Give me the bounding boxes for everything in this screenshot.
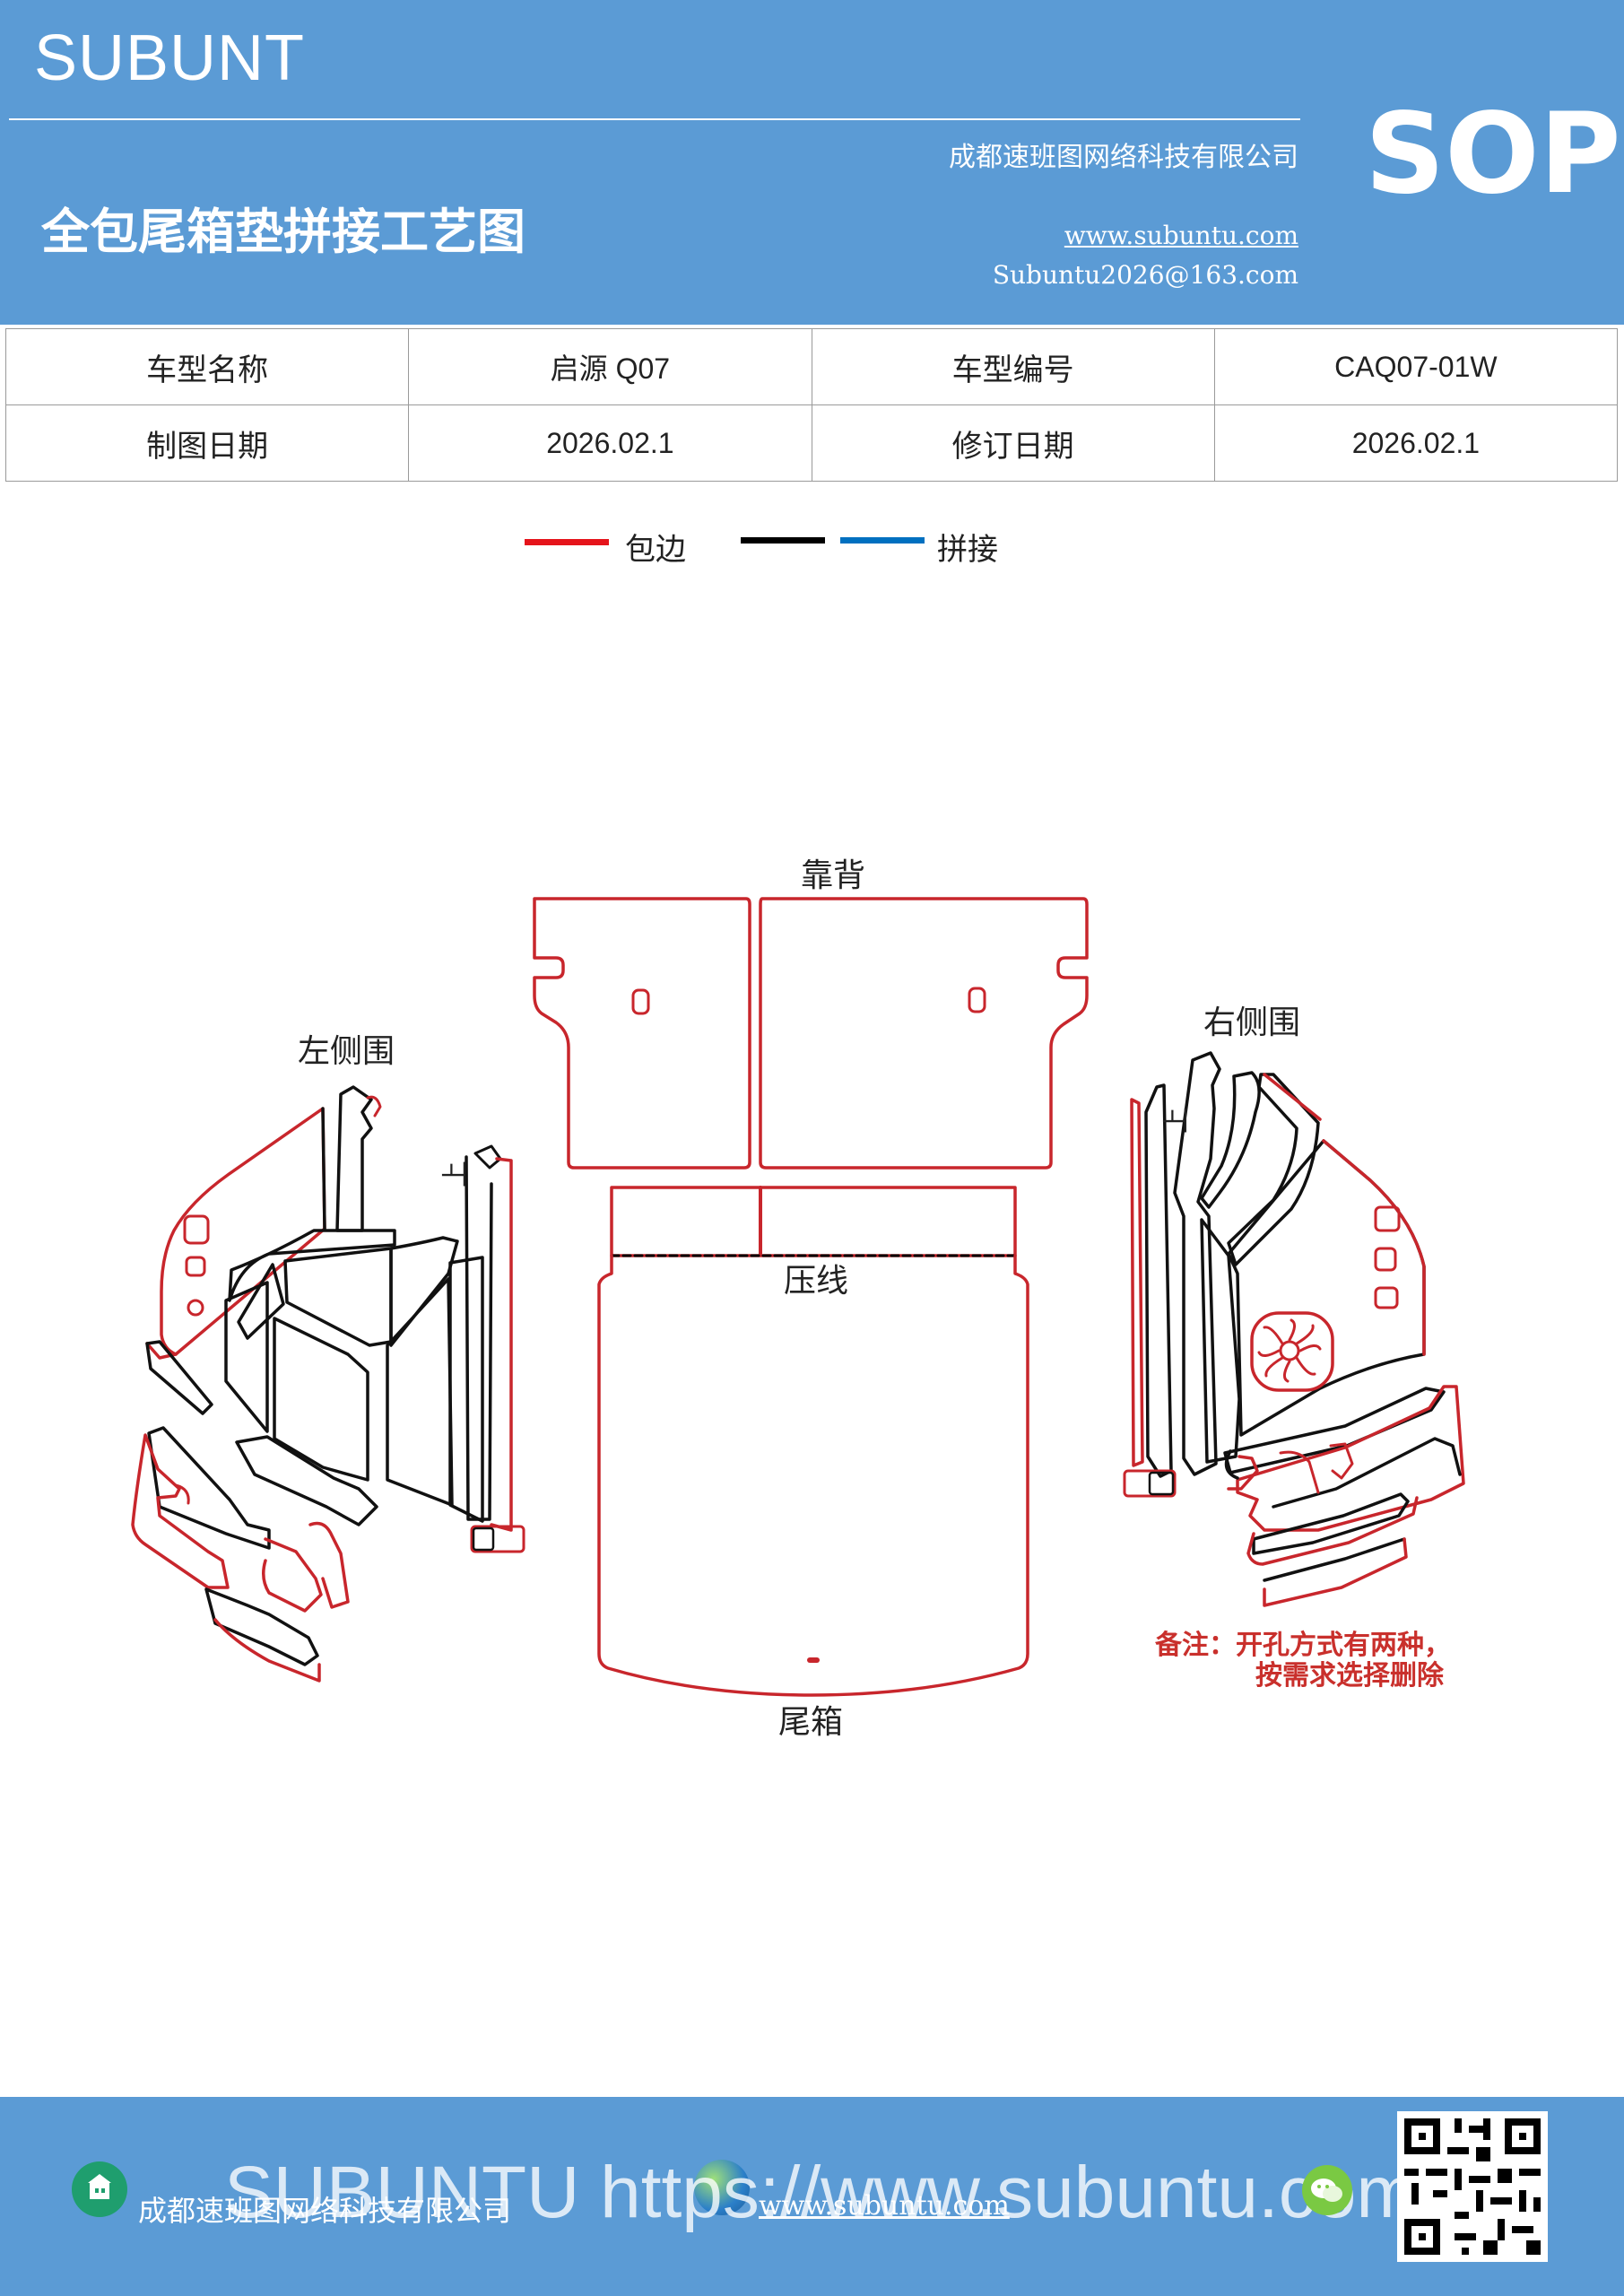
header-divider [9, 118, 1300, 120]
backrest-right-panel [759, 897, 1089, 1170]
legend-wrap-label: 包边 [625, 532, 686, 568]
company-name: 成都速班图网络科技有限公司 [949, 142, 1298, 173]
building-icon [72, 2161, 127, 2217]
note-text: 备注：开孔方式有两种， 按需求选择删除 [1155, 1631, 1451, 1692]
fan-vent-icon [1257, 1318, 1322, 1383]
footer-website[interactable]: www.subuntu.com [759, 2190, 1010, 2222]
right-side-panel [1123, 1051, 1465, 1607]
trunk-mat-diagram: 靠背 左侧围 右侧围 压线 尾箱 上 上 [131, 857, 1465, 1741]
footer-banner: 成都速班图网络科技有限公司 www.subuntu.com SUBUNTU ht… [0, 2097, 1624, 2296]
trunk-hole [807, 1657, 820, 1663]
revision-date-label: 修订日期 [811, 404, 1215, 482]
qr-code [1397, 2111, 1548, 2262]
legend-black-swatch [741, 537, 825, 544]
legend-wrap-swatch [525, 539, 609, 545]
footer-company: 成都速班图网络科技有限公司 [138, 2194, 512, 2228]
left-up-label: 上 [440, 1161, 472, 1187]
model-name-label: 车型名称 [4, 328, 410, 405]
email-address: Subuntu2026@163.com [992, 260, 1298, 290]
draw-date-label: 制图日期 [4, 404, 410, 482]
draw-date-value: 2026.02.1 [408, 404, 812, 482]
right-side-label: 右侧围 [1203, 1004, 1300, 1041]
backrest-right-slot [968, 987, 986, 1013]
trunk-main-mat [597, 1254, 1029, 1697]
press-line-label: 压线 [784, 1263, 848, 1300]
left-side-panel [131, 1085, 525, 1683]
legend: 包边 拼接 [0, 525, 1624, 570]
vehicle-info-table: 车型名称 启源 Q07 车型编号 CAQ07-01W 制图日期 2026.02.… [4, 328, 1619, 482]
note-line-1: 备注：开孔方式有两种， [1155, 1630, 1451, 1661]
backrest-left-panel [533, 897, 751, 1170]
table-row: 制图日期 2026.02.1 修订日期 2026.02.1 [4, 404, 1619, 482]
footer-watermark: SUBUNTU https://www.subuntu.com [224, 2152, 1418, 2233]
table-row: 车型名称 启源 Q07 车型编号 CAQ07-01W [4, 328, 1619, 405]
note-line-2: 按需求选择删除 [1255, 1660, 1444, 1692]
header-banner: SUBUNT 成都速班图网络科技有限公司 全包尾箱垫拼接工艺图 www.subu… [0, 0, 1624, 325]
legend-splice-label: 拼接 [937, 532, 998, 568]
trunk-top-strip [610, 1186, 1017, 1257]
backrest-left-slot [631, 988, 650, 1015]
model-code-value: CAQ07-01W [1213, 328, 1619, 405]
globe-icon [694, 2160, 750, 2215]
brand-name: SUBUNT [34, 22, 306, 94]
website-link[interactable]: www.subuntu.com [1064, 221, 1298, 250]
model-code-label: 车型编号 [811, 328, 1215, 405]
legend-splice-swatch [840, 537, 925, 544]
model-name-value: 启源 Q07 [408, 328, 812, 405]
revision-date-value: 2026.02.1 [1213, 404, 1619, 482]
trunk-label: 尾箱 [778, 1704, 843, 1741]
sop-badge: SOP [1365, 90, 1621, 219]
document-title: 全包尾箱垫拼接工艺图 [41, 203, 525, 260]
right-up-label: 上 [1161, 1107, 1193, 1134]
wechat-icon [1302, 2165, 1352, 2215]
left-side-label: 左侧围 [298, 1033, 395, 1070]
backrest-label: 靠背 [801, 857, 865, 894]
